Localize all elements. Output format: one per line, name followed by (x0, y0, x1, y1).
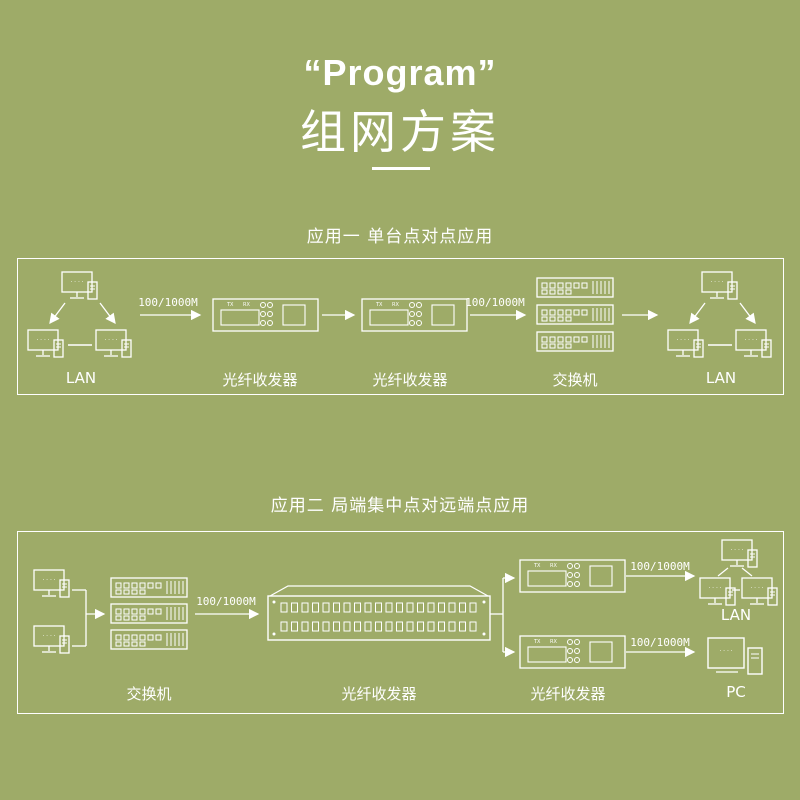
chassis-port (406, 621, 414, 632)
chassis-port (280, 621, 288, 632)
computer-icon (735, 329, 772, 358)
chassis-port (417, 602, 424, 613)
branch-lines (490, 572, 516, 658)
section-1-panel (17, 258, 784, 395)
chassis-port (375, 602, 382, 613)
computer-icon (667, 329, 704, 358)
speed-label: 100/1000M (138, 296, 198, 309)
chassis-port (343, 621, 351, 632)
switch-stack-icon (110, 577, 188, 650)
speed-label: 100/1000M (630, 636, 690, 649)
computer-icon (33, 625, 70, 654)
chassis-port (438, 602, 445, 613)
chassis-port (364, 621, 372, 632)
chassis-port (448, 621, 456, 632)
chassis-port (333, 621, 340, 632)
chassis-port (322, 602, 330, 613)
label-pc: PC (726, 683, 746, 701)
pc-icon: · · · · (707, 637, 763, 675)
chassis-port (469, 621, 477, 632)
label-converters: 光纤收发器 (530, 685, 606, 703)
speed-label: 100/1000M (465, 296, 525, 309)
speed-label: 100/1000M (196, 595, 256, 608)
converter-chassis-icon (267, 585, 491, 641)
svg-text:· · · ·: · · · · (719, 648, 732, 655)
chassis-port (438, 621, 445, 632)
chassis-port (364, 602, 372, 613)
computer-icon (701, 271, 738, 300)
chassis-port (396, 621, 403, 632)
title-underline (372, 167, 430, 170)
label-lan-left: LAN (65, 369, 97, 387)
label-lan-remote: LAN (720, 606, 752, 624)
lan-left-cluster (27, 271, 132, 358)
computer-icon (61, 271, 98, 300)
chassis-port (333, 602, 340, 613)
chassis-port (312, 602, 319, 613)
chassis-port (406, 602, 414, 613)
title-chinese: 组网方案 (300, 105, 500, 159)
label-converter-a: 光纤收发器 (222, 371, 298, 389)
computer-icon (33, 569, 70, 598)
computer-icon (95, 329, 132, 358)
chassis-port (459, 621, 466, 632)
label-lan-right: LAN (705, 369, 737, 387)
fiber-converter-icon (519, 635, 626, 669)
fiber-converter-icon (519, 559, 626, 593)
chassis-port (301, 621, 309, 632)
title-english: “Program” (303, 52, 497, 93)
fiber-converter-icon (361, 298, 468, 332)
speed-label: 100/1000M (630, 560, 690, 573)
computer-icon (699, 577, 736, 606)
chassis-port (291, 621, 298, 632)
chassis-port (280, 602, 288, 613)
label-converter-b: 光纤收发器 (372, 371, 448, 389)
chassis-port (354, 621, 361, 632)
connector-lines (72, 589, 106, 647)
section-2-title: 应用二 局端集中点对远端点应用 (270, 496, 530, 516)
chassis-port (396, 602, 403, 613)
chassis-port (427, 602, 435, 613)
label-switch: 交换机 (126, 685, 172, 703)
switch-stack-icon (536, 277, 614, 352)
fiber-converter-icon (212, 298, 319, 332)
chassis-port (469, 602, 477, 613)
chassis-port (343, 602, 351, 613)
chassis-port (354, 602, 361, 613)
chassis-port (448, 602, 456, 613)
lan-remote-cluster (699, 539, 778, 606)
chassis-port (375, 621, 382, 632)
chassis-port (322, 621, 330, 632)
lan-right-cluster (667, 271, 772, 358)
chassis-port (312, 621, 319, 632)
section-1-title: 应用一 单台点对点应用 (306, 227, 494, 247)
computer-icon (721, 539, 758, 568)
chassis-port (291, 602, 298, 613)
chassis-port (417, 621, 424, 632)
label-chassis: 光纤收发器 (341, 685, 417, 703)
chassis-port (385, 602, 393, 613)
computer-icon (741, 577, 778, 606)
chassis-port (301, 602, 309, 613)
chassis-port (427, 621, 435, 632)
label-switch: 交换机 (552, 371, 598, 389)
section-2-panel (17, 531, 784, 714)
chassis-port (459, 602, 466, 613)
chassis-port (385, 621, 393, 632)
computer-icon (27, 329, 64, 358)
